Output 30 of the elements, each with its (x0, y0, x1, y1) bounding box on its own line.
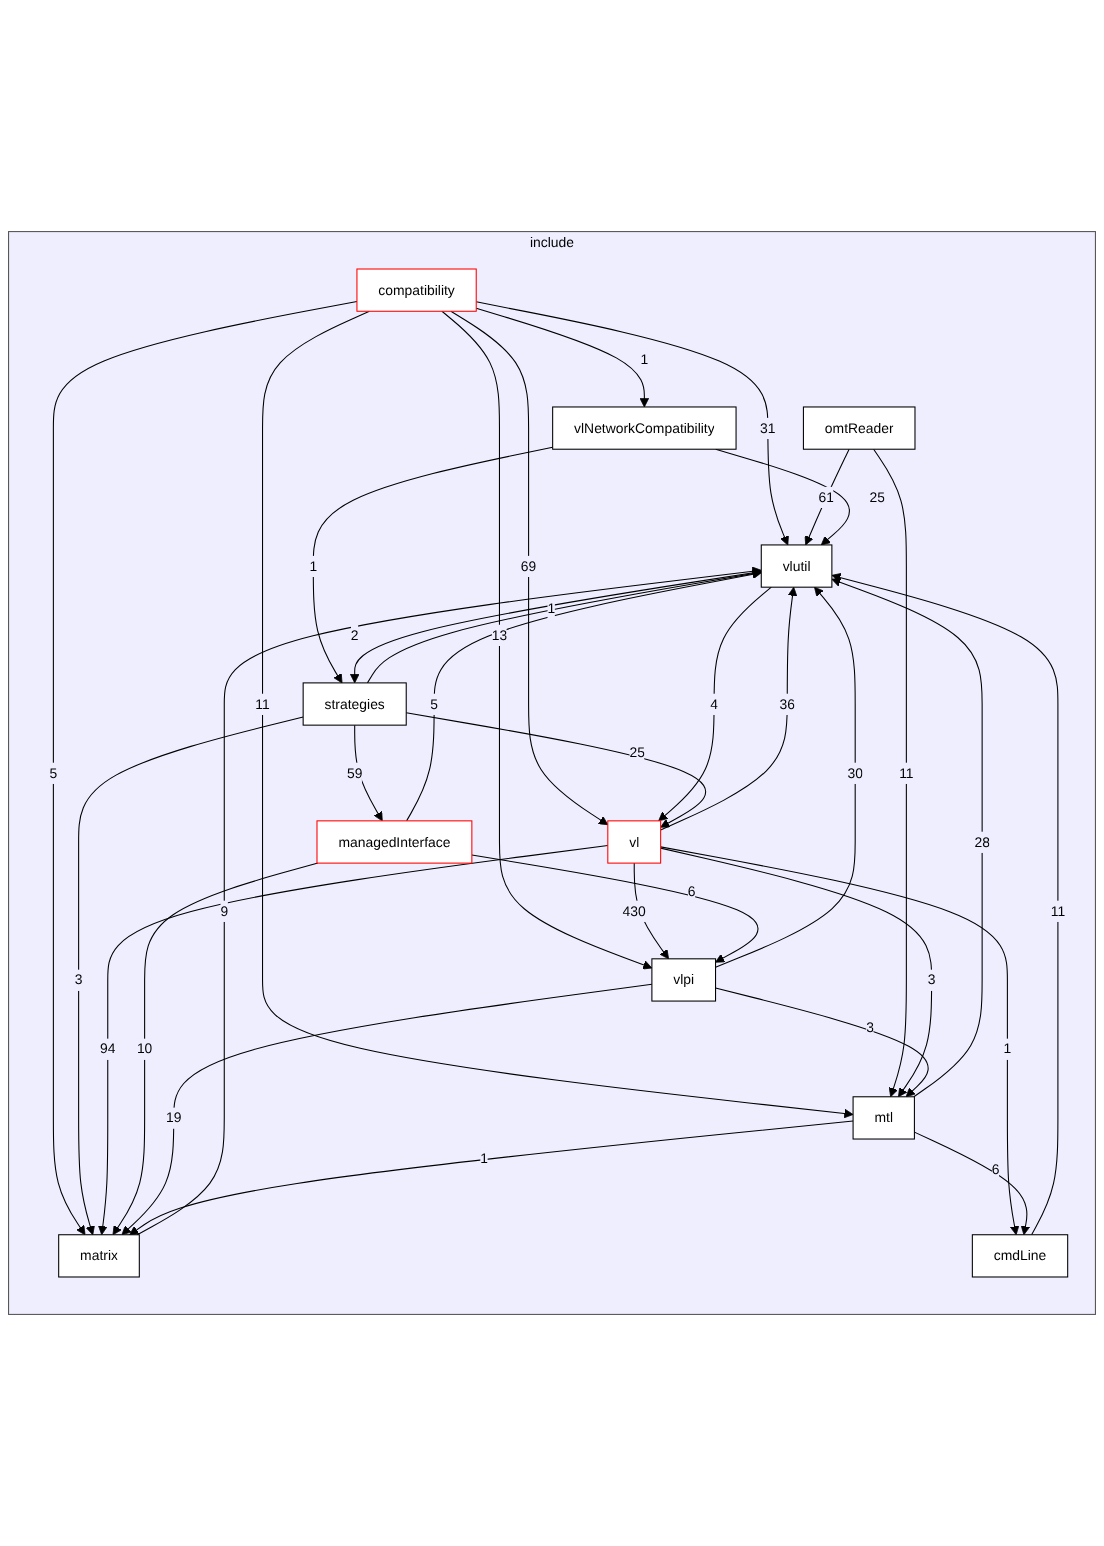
arrow (913, 1131, 1031, 1236)
arrow (129, 1120, 854, 1236)
arrow (475, 307, 650, 408)
arrow (475, 301, 789, 546)
arrow (450, 310, 609, 826)
arrow (715, 586, 856, 968)
arrow (831, 577, 983, 1098)
arrow (715, 448, 850, 546)
arrow (121, 983, 653, 1236)
arrow (658, 586, 772, 822)
arrow (660, 846, 1020, 1236)
arrow (660, 847, 933, 1098)
arrow (471, 854, 759, 963)
arrow (98, 844, 609, 1236)
arrow (112, 862, 319, 1236)
arrow (312, 446, 554, 684)
arrow (262, 310, 854, 1119)
arrow (136, 566, 762, 1236)
arrow (873, 448, 907, 1098)
arrow (633, 862, 669, 960)
arrow (715, 987, 929, 1098)
arrow (441, 310, 653, 970)
arrow (831, 573, 1059, 1236)
arrow (52, 300, 358, 1236)
arrow (78, 716, 304, 1236)
arrow (804, 448, 850, 546)
arrow (406, 569, 762, 822)
arrow (354, 724, 383, 822)
arrow (405, 712, 706, 828)
arrow (660, 586, 798, 831)
